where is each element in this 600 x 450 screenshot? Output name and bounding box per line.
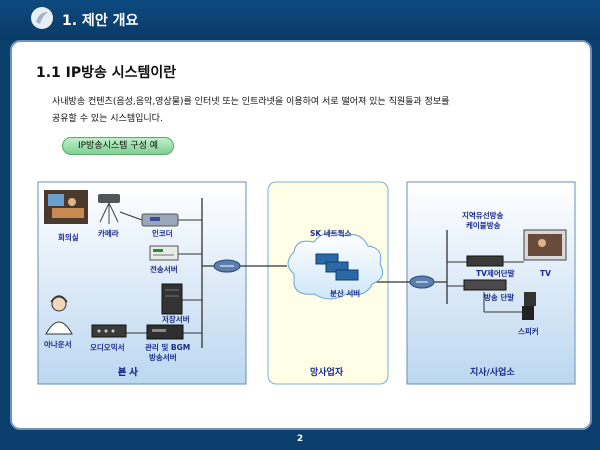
speaker-label: 스피커	[518, 326, 539, 336]
broadcast-terminal-label: 방송 단말	[484, 292, 514, 302]
storage-server-icon	[161, 283, 183, 315]
speaker-icon	[522, 292, 536, 320]
hq-router-icon	[213, 259, 241, 273]
transmit-server-icon	[149, 245, 179, 261]
hq-zone-label: 본 사	[118, 366, 138, 378]
ip-broadcast-diagram: 회의실 카메라 인코더 전송서버 저장서버 아나운서 오디오믹서 관리 및 BG…	[37, 181, 576, 385]
encoder-icon	[141, 213, 179, 227]
description: 사내방송 컨텐츠(음성,음악,영상물)를 인터넷 또는 인트라넷을 이용하여 서…	[52, 94, 552, 128]
description-line-2: 공유할 수 있는 시스템입니다.	[52, 114, 163, 124]
page-title: 1.1 IP방송 시스템이란	[36, 65, 177, 81]
regional-cable-label-1: 지역유선방송	[462, 210, 503, 220]
regional-cable-label-2: 케이블방송	[466, 220, 501, 230]
carrier-zone-label: 망사업자	[310, 366, 344, 378]
tv-terminal-label: TV제어단말	[476, 268, 515, 278]
branch-router-icon	[409, 275, 435, 289]
camera-icon	[98, 194, 120, 224]
description-line-1: 사내방송 컨텐츠(음성,음악,영상물)를 인터넷 또는 인트라넷을 이용하여 서…	[52, 97, 450, 107]
camera-label: 카메라	[98, 228, 119, 238]
audio-mixer-label: 오디오믹서	[90, 342, 125, 352]
distributed-server-label: 분산 서버	[330, 288, 360, 298]
meeting-room-label: 회의실	[58, 232, 79, 242]
tv-label: TV	[540, 269, 551, 278]
page-number: 2	[296, 434, 304, 444]
tv-icon	[523, 229, 567, 261]
branch-zone-label: 지사/사업소	[470, 366, 515, 378]
transmit-server-label: 전송서버	[150, 264, 178, 274]
audio-mixer-icon	[91, 324, 127, 338]
content-panel: 1.1 IP방송 시스템이란 사내방송 컨텐츠(음성,음악,영상물)를 인터넷 …	[10, 40, 592, 430]
sk-network-label: SK 네트웍스	[310, 228, 352, 238]
config-example-badge: IP방송시스템 구성 예	[62, 137, 174, 155]
encoder-label: 인코더	[152, 228, 173, 238]
mgmt-bgm-label-1: 관리 및 BGM	[145, 342, 190, 352]
mgmt-bgm-label-2: 방송서버	[149, 352, 177, 362]
tv-terminal-icon	[466, 255, 504, 267]
announcer-icon	[45, 295, 73, 335]
distributed-server-icon	[315, 253, 359, 281]
bgm-server-icon	[146, 324, 184, 340]
storage-server-label: 저장서버	[162, 314, 190, 324]
link-camera	[119, 211, 143, 221]
section-title: 1. 제안 개요	[62, 13, 139, 29]
logo-icon	[31, 7, 53, 29]
announcer-label: 아나운서	[44, 339, 72, 349]
broadcast-terminal-icon	[463, 279, 507, 291]
meeting-room-image	[44, 190, 88, 224]
header-bar: 1. 제안 개요	[0, 0, 600, 40]
